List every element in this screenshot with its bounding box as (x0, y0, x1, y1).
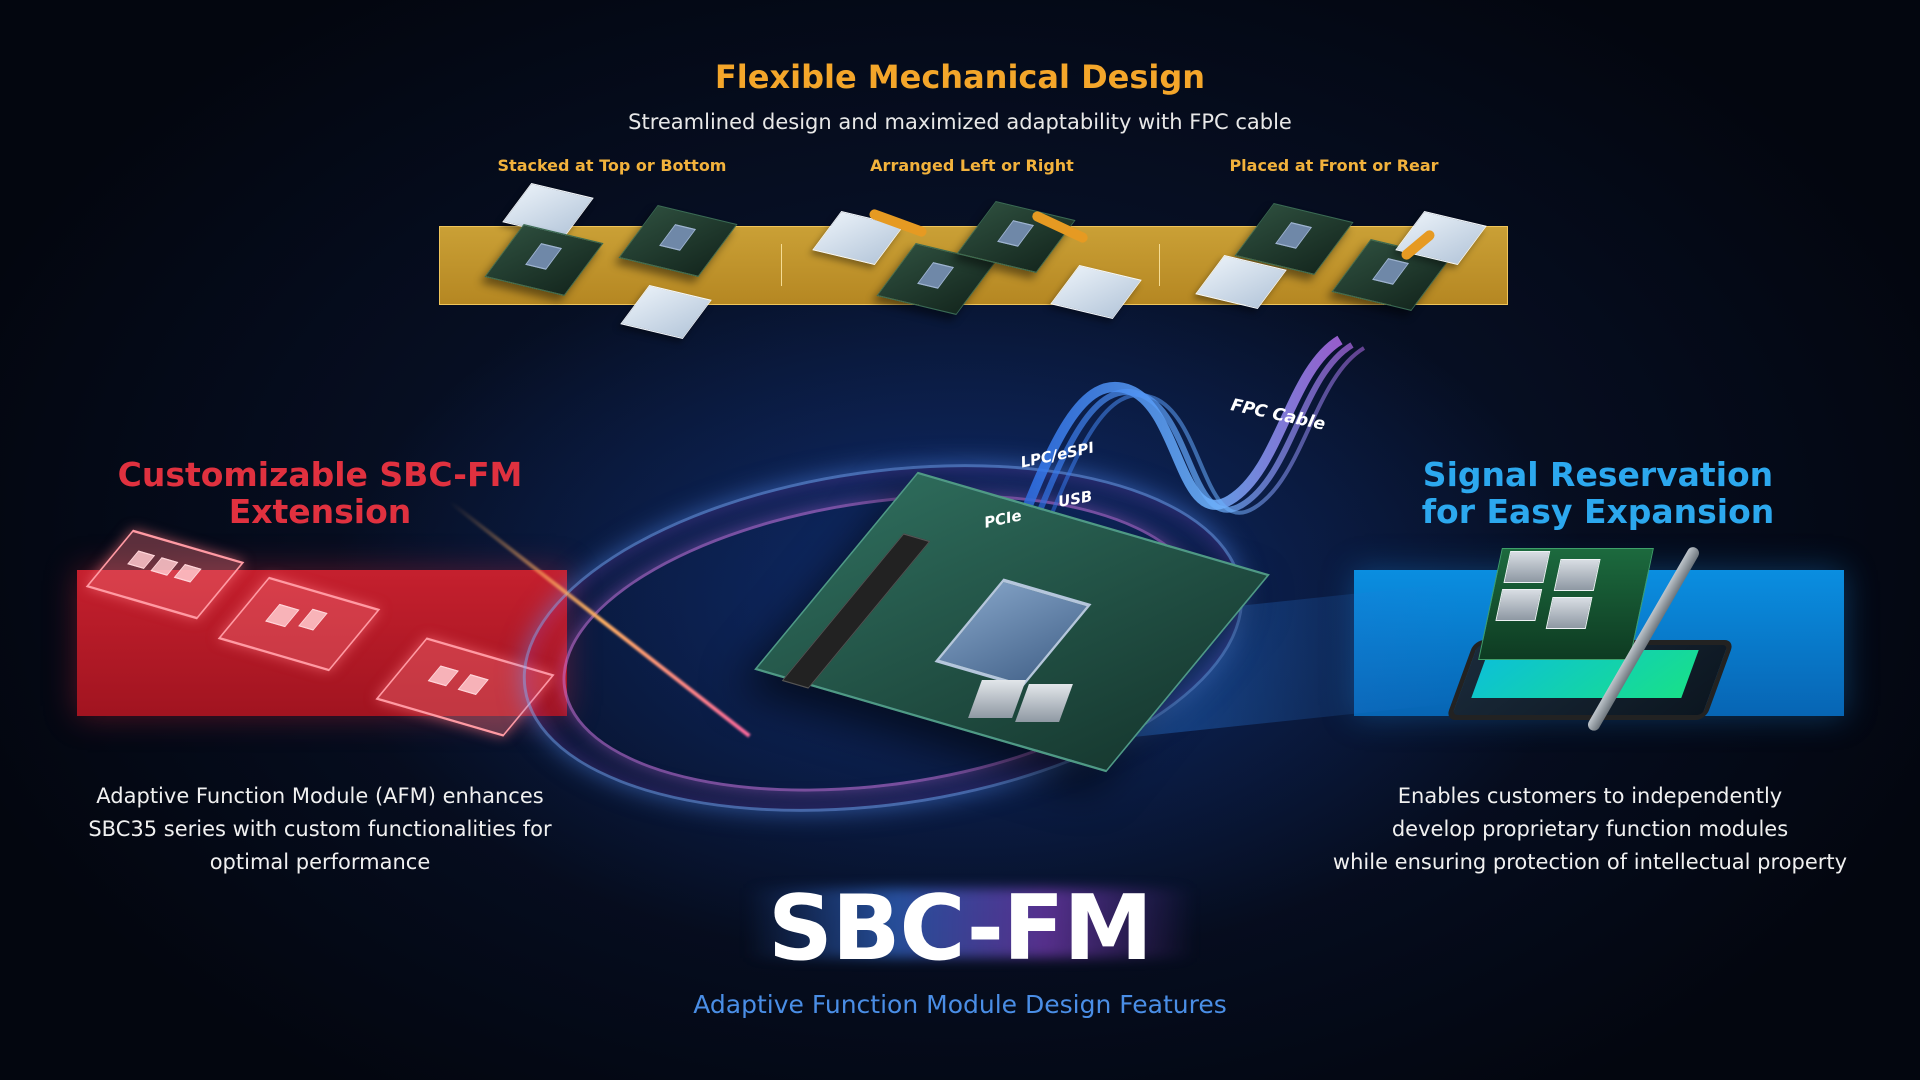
option-label-stacked: Stacked at Top or Bottom (497, 156, 727, 175)
left-title-line: Customizable SBC-FM (117, 455, 523, 494)
right-panel-description: Enables customers to independently devel… (1330, 780, 1850, 879)
section-title-mechanical: Flexible Mechanical Design (714, 58, 1206, 96)
fpc-cable-wave (1010, 335, 1366, 559)
desc-line: Enables customers to independently (1397, 784, 1783, 808)
left-panel-title: Customizable SBC-FM Extension (80, 456, 560, 530)
expansion-board-image (1478, 548, 1654, 660)
desc-line: while ensuring protection of intellectua… (1332, 850, 1848, 874)
left-panel-description: Adaptive Function Module (AFM) enhances … (60, 780, 580, 879)
option-label-placed: Placed at Front or Rear (1229, 156, 1439, 175)
right-panel-title: Signal Reservation for Easy Expansion (1358, 456, 1838, 530)
band-divider (781, 244, 782, 286)
left-title-line: Extension (228, 492, 412, 531)
logo-glow (745, 888, 1195, 958)
right-title-line: Signal Reservation (1422, 455, 1774, 494)
option-label-arranged: Arranged Left or Right (870, 156, 1074, 175)
desc-line: SBC35 series with custom functionalities… (88, 817, 552, 841)
desc-line: Adaptive Function Module (AFM) enhances (96, 784, 544, 808)
desc-line: develop proprietary function modules (1391, 817, 1789, 841)
afm-extension-graphic (77, 570, 567, 716)
section-subtitle-mechanical: Streamlined design and maximized adaptab… (628, 110, 1292, 134)
desc-line: optimal performance (209, 850, 431, 874)
logo-subtitle: Adaptive Function Module Design Features (693, 990, 1227, 1019)
sbc-fm-logo: SBC-FM (768, 876, 1153, 981)
right-title-line: for Easy Expansion (1421, 492, 1775, 531)
band-divider (1159, 244, 1160, 286)
